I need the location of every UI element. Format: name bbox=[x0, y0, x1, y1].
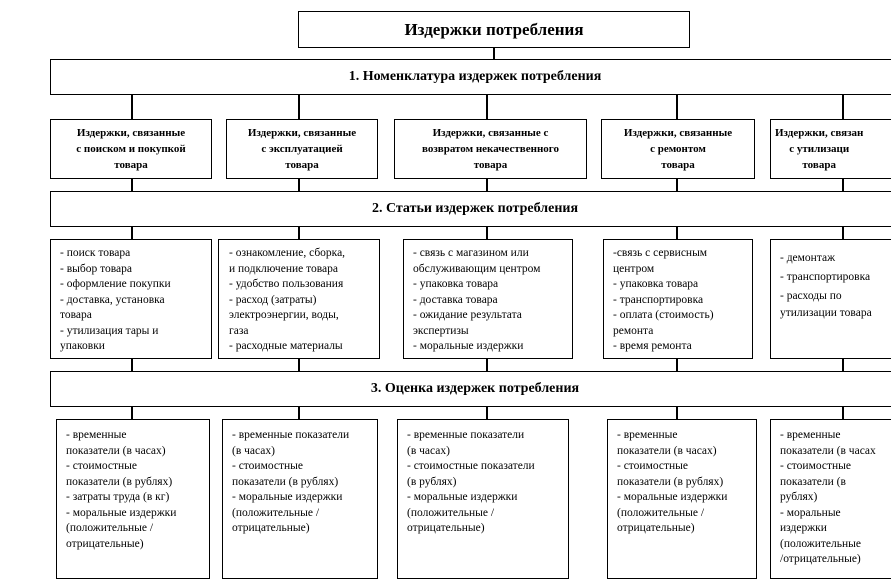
list-item: - оформление покупки bbox=[60, 278, 171, 290]
category-operation: Издержки, связанные с эксплуатацией това… bbox=[226, 119, 378, 179]
list-item: - затраты труда (в кг) bbox=[66, 491, 170, 503]
category-repair: Издержки, связанные с ремонтом товара bbox=[601, 119, 755, 179]
list-item: - временные показатели (в часах) bbox=[617, 429, 717, 457]
list-item: - временные показатели (в часах) bbox=[407, 429, 525, 457]
articles-repair: -связь с сервисным центром - упаковка то… bbox=[603, 239, 753, 359]
section-evaluation-header: 3. Оценка издержек потребления bbox=[50, 371, 891, 407]
category-label: Издержки, связанные с поиском и покупкой… bbox=[76, 127, 186, 171]
articles-return: - связь с магазином или обслуживающим це… bbox=[403, 239, 573, 359]
evaluation-operation: - временные показатели (в часах) - стоим… bbox=[222, 419, 378, 579]
list-item: - расход (затраты) электроэнергии, воды,… bbox=[229, 293, 339, 337]
category-label: Издержки, связанные с возвратом некачест… bbox=[421, 127, 560, 171]
list-item: - моральные издержки (положительные / от… bbox=[232, 491, 343, 534]
list-item: - ожидание результата экспертизы bbox=[413, 309, 522, 337]
list-item: - временные показатели (в часах) bbox=[232, 429, 350, 457]
list-item: - доставка товара bbox=[413, 293, 498, 306]
list-item: - моральные издержки (положительные /отр… bbox=[780, 506, 861, 566]
list-item: - временные показатели (в часах) bbox=[66, 429, 166, 457]
list-item: - ознакомление, сборка, и подключение то… bbox=[229, 247, 346, 275]
evaluation-return: - временные показатели (в часах) - стоим… bbox=[397, 419, 569, 579]
evaluation-disposal: - временные показатели (в часах - стоимо… bbox=[770, 419, 891, 579]
list-item: - связь с магазином или обслуживающим це… bbox=[413, 247, 541, 275]
list-item: - выбор товара bbox=[60, 262, 132, 275]
list-item: - упаковка товара bbox=[613, 278, 699, 290]
articles-operation: - ознакомление, сборка, и подключение то… bbox=[218, 239, 380, 359]
list-item: -связь с сервисным центром bbox=[613, 247, 708, 275]
articles-disposal: - демонтаж - транспортировка - расходы п… bbox=[770, 239, 891, 359]
list-item: - стоимостные показатели (в рублях) bbox=[66, 460, 173, 488]
list-item: - стоимостные показатели (в рублях) bbox=[617, 460, 724, 488]
list-item: - моральные издержки bbox=[413, 340, 524, 352]
evaluation-search-purchase: - временные показатели (в часах) - стоим… bbox=[56, 419, 210, 579]
list-item: - расходы по утилизации товара bbox=[780, 290, 872, 319]
list-item: - упаковка товара bbox=[413, 278, 499, 290]
list-item: - моральные издержки (положительные / от… bbox=[407, 491, 518, 534]
list-item: - удобство пользования bbox=[229, 278, 344, 290]
category-disposal: Издержки, связан с утилизаци товара bbox=[770, 119, 891, 179]
diagram-title: Издержки потребления bbox=[298, 11, 690, 48]
list-item: - расходные материалы bbox=[229, 340, 343, 352]
list-item: - утилизация тары и упаковки bbox=[60, 324, 159, 353]
category-label: Издержки, связанные с эксплуатацией това… bbox=[247, 127, 357, 171]
list-item: - стоимостные показатели (в рублях) bbox=[232, 460, 339, 488]
articles-search-purchase: - поиск товара - выбор товара - оформлен… bbox=[50, 239, 212, 359]
list-item: - оплата (стоимость) ремонта bbox=[613, 309, 714, 337]
category-search-purchase: Издержки, связанные с поиском и покупкой… bbox=[50, 119, 212, 179]
category-label: Издержки, связан с утилизаци товара bbox=[775, 127, 864, 171]
list-item: - стоимостные показатели (в рублях) bbox=[407, 460, 535, 488]
list-item: - транспортировка bbox=[780, 271, 871, 283]
list-item: - моральные издержки (положительные / от… bbox=[617, 491, 728, 534]
list-item: - поиск товара bbox=[60, 247, 131, 259]
list-item: - стоимостные показатели (в рублях) bbox=[780, 460, 852, 503]
list-item: - временные показатели (в часах bbox=[780, 429, 876, 457]
evaluation-repair: - временные показатели (в часах) - стоим… bbox=[607, 419, 757, 579]
category-label: Издержки, связанные с ремонтом товара bbox=[623, 127, 733, 171]
list-item: - время ремонта bbox=[613, 340, 692, 352]
list-item: - доставка, установка товара bbox=[60, 293, 165, 322]
list-item: - транспортировка bbox=[613, 293, 704, 306]
section-articles-header: 2. Статьи издержек потребления bbox=[50, 191, 891, 227]
list-item: - моральные издержки (положительные / от… bbox=[66, 506, 177, 550]
section-nomenclature-header: 1. Номенклатура издержек потребления bbox=[50, 59, 891, 95]
list-item: - демонтаж bbox=[780, 252, 836, 264]
category-return: Издержки, связанные с возвратом некачест… bbox=[394, 119, 587, 179]
